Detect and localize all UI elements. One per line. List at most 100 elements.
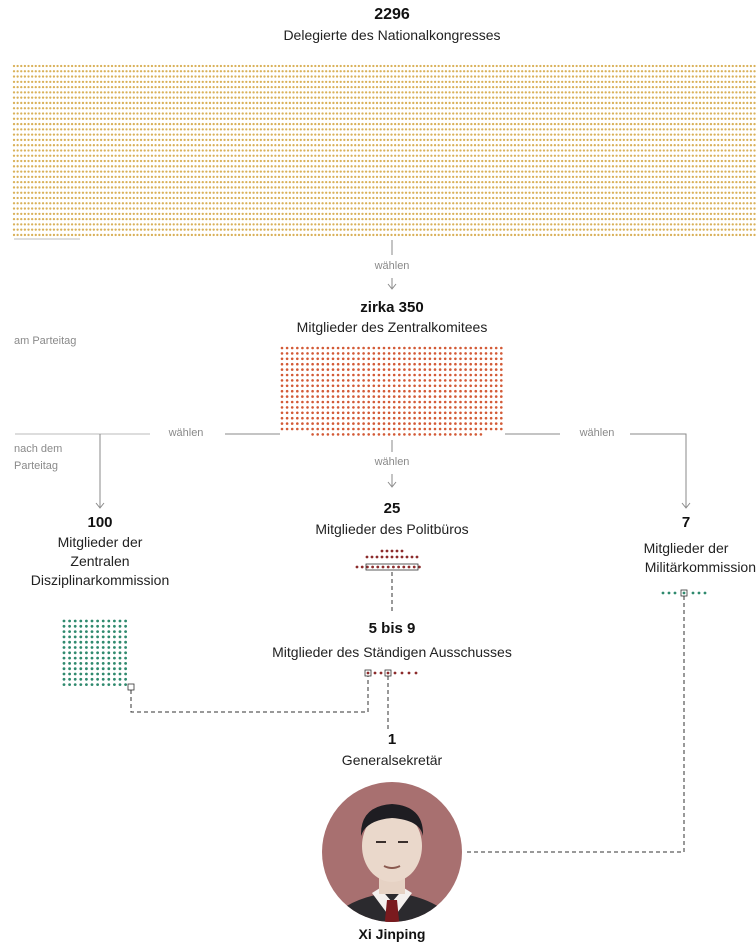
delegate-dot	[502, 91, 506, 94]
delegate-dot	[579, 64, 582, 68]
delegate-dot	[488, 186, 491, 189]
delegate-dot	[590, 170, 593, 173]
delegate-dot	[299, 91, 302, 94]
delegate-dot	[640, 144, 644, 147]
delegate-dot	[698, 133, 702, 136]
delegate-dot	[321, 181, 324, 184]
delegate-dot	[288, 128, 292, 131]
delegate-dot	[506, 175, 509, 179]
delegate-dot	[154, 138, 157, 142]
delegate-dot	[266, 159, 270, 163]
delegate-dot	[579, 107, 582, 110]
delegate-dot	[528, 85, 531, 89]
delegate-dot	[684, 96, 687, 99]
delegate-dot	[310, 175, 313, 179]
delegate-dot	[281, 112, 284, 115]
delegate-dot	[484, 170, 488, 173]
delegate-dot	[67, 149, 70, 152]
delegate-dot	[397, 112, 400, 115]
delegate-dot	[89, 191, 92, 194]
delegate-dot	[56, 181, 59, 184]
delegate-dot	[419, 133, 422, 136]
delegate-dot	[658, 91, 662, 94]
delegate-dot	[379, 186, 382, 189]
delegate-dot	[742, 149, 745, 152]
delegate-dot	[34, 96, 37, 99]
delegate-dot	[20, 91, 23, 94]
delegate-dot	[684, 80, 687, 83]
delegate-dot	[208, 128, 212, 131]
delegate-dot	[194, 175, 197, 179]
delegate-dot	[390, 170, 393, 173]
delegate-dot	[223, 96, 226, 99]
delegate-dot	[143, 175, 146, 179]
delegate-dot	[38, 85, 41, 89]
delegate-dot	[114, 75, 117, 78]
delegate-dot	[20, 154, 23, 157]
delegate-dot	[256, 154, 259, 157]
delegate-dot	[502, 138, 506, 142]
delegate-dot	[473, 96, 477, 99]
delegate-dot	[542, 117, 546, 120]
delegate-dot	[542, 70, 546, 73]
delegate-dot	[695, 101, 698, 105]
delegate-dot	[81, 117, 85, 120]
delegate-dot	[285, 80, 288, 83]
delegate-dot	[397, 96, 400, 99]
delegate-dot	[517, 186, 520, 189]
delegate-dot	[125, 85, 128, 89]
delegate-dot	[114, 117, 117, 120]
delegate-dot	[648, 181, 651, 184]
delegate-dot	[70, 191, 74, 194]
delegate-dot	[492, 165, 495, 168]
delegate-dot	[52, 133, 56, 136]
delegate-dot	[357, 64, 360, 68]
delegate-dot	[640, 75, 644, 78]
delegate-dot	[727, 154, 731, 157]
delegate-dot	[433, 128, 437, 131]
delegate-dot	[651, 75, 655, 78]
delegate-dot	[303, 64, 306, 68]
delegate-dot	[158, 112, 161, 115]
delegate-dot	[256, 170, 259, 173]
delegate-dot	[52, 122, 56, 126]
delegate-dot	[154, 70, 157, 73]
delegate-dot	[506, 181, 509, 184]
delegate-dot	[168, 154, 172, 157]
delegate-dot	[147, 175, 150, 179]
delegate-dot	[299, 80, 302, 83]
delegate-dot	[441, 138, 444, 142]
delegate-dot	[448, 64, 451, 68]
delegate-dot	[753, 70, 756, 73]
delegate-dot	[717, 117, 720, 120]
delegate-dot	[67, 165, 70, 168]
delegate-dot	[81, 80, 85, 83]
delegate-dot	[390, 107, 393, 110]
delegate-dot	[571, 181, 575, 184]
delegate-dot	[492, 149, 495, 152]
delegate-dot	[669, 64, 673, 68]
delegate-dot	[136, 70, 139, 73]
delegate-dot	[695, 75, 698, 78]
delegate-dot	[753, 96, 756, 99]
delegate-dot	[248, 170, 252, 173]
delegate-dot	[680, 112, 684, 115]
delegate-dot	[364, 101, 368, 105]
delegate-dot	[372, 144, 375, 147]
delegate-dot	[20, 159, 23, 163]
delegate-dot	[535, 133, 538, 136]
delegate-dot	[419, 122, 422, 126]
delegate-dot	[277, 154, 281, 157]
delegate-dot	[727, 75, 731, 78]
delegate-dot	[161, 101, 164, 105]
delegate-dot	[626, 181, 629, 184]
delegate-dot	[266, 149, 270, 152]
delegate-dot	[74, 80, 77, 83]
delegate-dot	[114, 191, 117, 194]
delegate-dot	[270, 80, 273, 83]
delegate-dot	[328, 122, 331, 126]
delegate-dot	[459, 149, 462, 152]
delegate-dot	[350, 80, 353, 83]
delegate-dot	[590, 165, 593, 168]
delegate-dot	[299, 159, 302, 163]
